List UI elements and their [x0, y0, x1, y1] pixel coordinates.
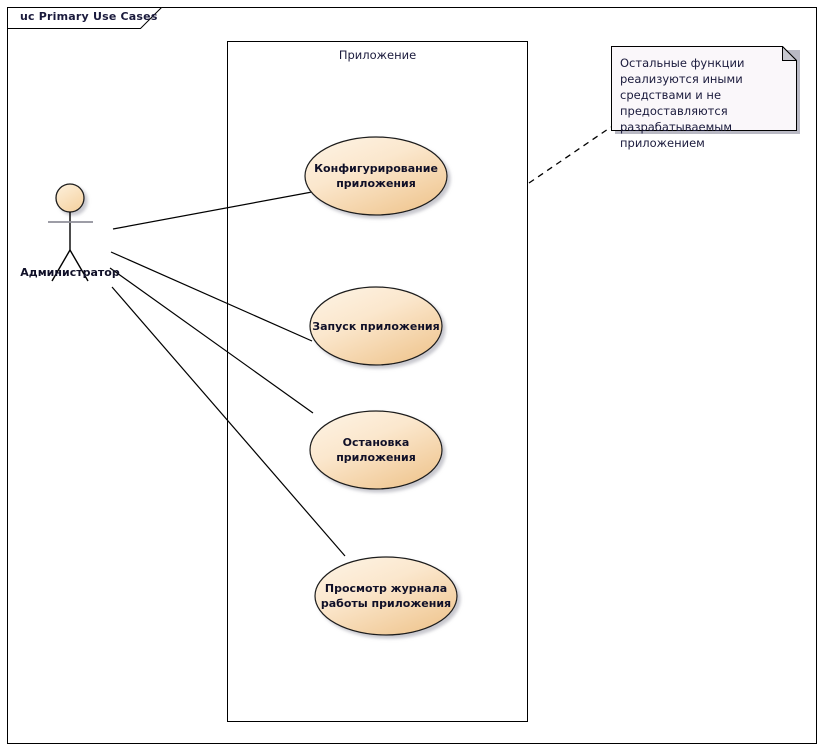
use-case-ellipse-stop[interactable]: [309, 410, 443, 490]
association-admin-view-log: [111, 286, 346, 557]
diagram-title-label: uc Primary Use Cases: [20, 10, 158, 23]
system-boundary-box: [227, 41, 528, 722]
note-shape: [611, 46, 797, 131]
use-case-ellipse-configure[interactable]: [304, 136, 448, 216]
use-case-ellipse-view-log[interactable]: [314, 556, 458, 636]
actor-head-icon: [55, 183, 85, 213]
diagram-title-tab: uc Primary Use Cases: [7, 7, 162, 29]
association-admin-stop: [109, 267, 314, 414]
actor-leg-right-line: [69, 249, 89, 282]
use-case-ellipse-start[interactable]: [309, 286, 443, 366]
title-tab-shape: [7, 7, 162, 29]
system-boundary-label: Приложение: [338, 48, 417, 62]
note-anchor-dashed-line: [528, 126, 612, 184]
association-admin-start: [110, 251, 313, 342]
association-admin-configure: [112, 191, 313, 230]
actor-label-administrator: Администратор: [20, 266, 120, 279]
association-lines: [109, 191, 346, 557]
note-box[interactable]: Остальные функции реализуются иными сред…: [611, 46, 800, 150]
note-fold-corner-icon: [782, 46, 797, 61]
actor-leg-left-line: [51, 249, 71, 282]
actor-administrator[interactable]: [48, 183, 93, 282]
note-text: Остальные функции реализуются иными сред…: [620, 56, 745, 150]
